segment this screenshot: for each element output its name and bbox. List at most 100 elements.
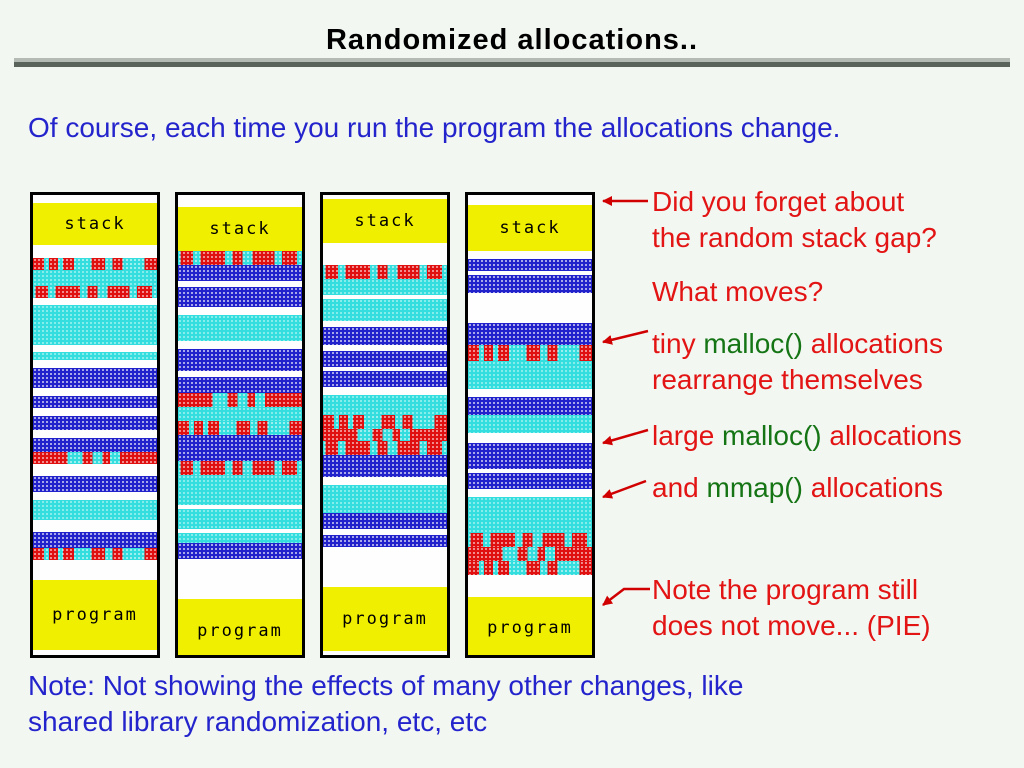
mmap-band xyxy=(468,497,592,533)
annotation-line: rearrange themselves xyxy=(652,362,943,398)
tiny-malloc-band xyxy=(468,547,592,561)
large-malloc-band xyxy=(468,397,592,415)
gap-band xyxy=(323,367,447,371)
annotation-text: tiny xyxy=(652,328,704,359)
gap-band xyxy=(178,281,302,287)
mmap-band xyxy=(178,533,302,543)
slide-title: Randomized allocations.. xyxy=(325,24,699,56)
mmap-band xyxy=(323,299,447,321)
gap-band xyxy=(468,195,592,205)
gap-band xyxy=(178,307,302,315)
gap-band xyxy=(178,529,302,533)
tiny-malloc-band xyxy=(33,452,157,464)
gap-band xyxy=(33,650,157,655)
annotation-text: Did you forget about xyxy=(652,186,905,217)
tiny-malloc-band xyxy=(33,286,157,298)
gap-band xyxy=(468,271,592,275)
gap-band xyxy=(33,245,157,258)
program-band: program xyxy=(468,597,592,655)
tiny-malloc-band xyxy=(468,533,592,547)
memory-map-run-3: stack program xyxy=(320,192,450,658)
memory-map-run-4: stack program xyxy=(465,192,595,658)
gap-band xyxy=(468,433,592,443)
mmap-band xyxy=(323,485,447,513)
stack-band: stack xyxy=(468,205,592,251)
annotation-text: and xyxy=(652,472,707,503)
gap-band xyxy=(323,651,447,655)
tiny-malloc-band xyxy=(323,265,447,279)
large-malloc-band xyxy=(178,435,302,461)
gap-band xyxy=(468,389,592,397)
large-malloc-band xyxy=(33,396,157,408)
annotation-text: does not move... (PIE) xyxy=(652,610,931,641)
mmap-band xyxy=(323,279,447,295)
what-moves-question: What moves? xyxy=(652,274,823,310)
code-function-name: mmap() xyxy=(706,472,803,503)
mmap-band xyxy=(33,500,157,520)
title-rule-bottom xyxy=(14,62,1010,67)
gap-band xyxy=(33,492,157,500)
gap-band xyxy=(33,408,157,416)
gap-band xyxy=(323,243,447,265)
large-malloc-band xyxy=(33,532,157,548)
annotation-line: What moves? xyxy=(652,274,823,310)
gap-band xyxy=(468,469,592,473)
gap-band xyxy=(33,464,157,476)
large-malloc-band xyxy=(178,543,302,559)
gap-band xyxy=(33,345,157,352)
stack-band: stack xyxy=(323,199,447,243)
stack-band: stack xyxy=(33,203,157,245)
gap-band xyxy=(33,298,157,305)
tiny-malloc-band xyxy=(323,441,447,455)
mmap-band xyxy=(178,475,302,505)
tiny-malloc-band xyxy=(468,561,592,575)
mmap-band xyxy=(468,361,592,389)
gap-band xyxy=(323,195,447,199)
large-malloc-band xyxy=(323,327,447,345)
gap-band xyxy=(178,195,302,207)
large-malloc-band xyxy=(468,259,592,271)
tiny-malloc-band xyxy=(178,461,302,475)
large-malloc-band xyxy=(468,473,592,489)
footer-line-2: shared library randomization, etc, etc xyxy=(28,706,488,737)
title-rule-top xyxy=(14,58,1010,62)
large-malloc-band xyxy=(33,416,157,430)
gap-band xyxy=(33,560,157,580)
tiny-malloc-band xyxy=(468,345,592,361)
gap-band xyxy=(468,293,592,323)
intro-text: Of course, each time you run the program… xyxy=(28,112,841,143)
tiny-malloc-band xyxy=(178,393,302,407)
annotation-text: large xyxy=(652,420,723,451)
large-malloc-band xyxy=(468,443,592,469)
tiny-malloc-band xyxy=(323,429,447,441)
gap-band xyxy=(323,295,447,299)
gap-band xyxy=(323,529,447,535)
annotation-line: and mmap() allocations xyxy=(652,470,943,506)
annotation-line: tiny malloc() allocations xyxy=(652,326,943,362)
tiny-malloc-band xyxy=(178,421,302,435)
annotation-line: the random stack gap? xyxy=(652,220,937,256)
gap-band xyxy=(33,430,157,438)
gap-band xyxy=(323,321,447,327)
program-band: program xyxy=(323,587,447,651)
gap-band xyxy=(33,360,157,368)
annotation-line: Note the program still xyxy=(652,572,931,608)
gap-band xyxy=(178,341,302,349)
annotation-text: rearrange themselves xyxy=(652,364,923,395)
large-malloc-band xyxy=(33,476,157,492)
large-malloc-band xyxy=(323,455,447,477)
mmap-band xyxy=(468,415,592,433)
footer-line-1: Note: Not showing the effects of many ot… xyxy=(28,670,744,701)
annotation-line: Did you forget about xyxy=(652,184,937,220)
large-malloc-band xyxy=(323,371,447,387)
annotation-text: allocations xyxy=(802,328,944,359)
large-malloc-band xyxy=(178,349,302,371)
gap-band xyxy=(468,489,592,497)
large-malloc-band xyxy=(178,377,302,393)
tiny-malloc-band xyxy=(33,258,157,270)
